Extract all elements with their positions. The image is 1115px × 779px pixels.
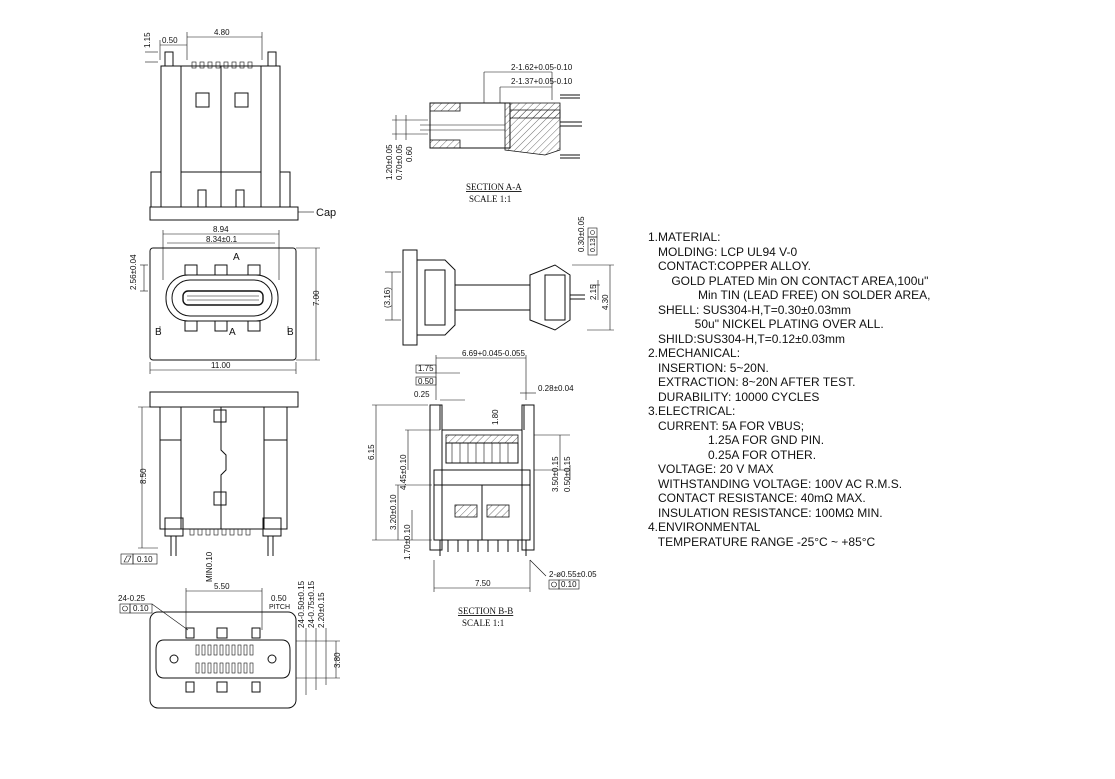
dim-700: 7.00	[312, 290, 321, 306]
dim-316: (3.16)	[383, 287, 392, 308]
dim-050: 0.50	[162, 36, 178, 45]
dim-028: 0.28±0.04	[538, 384, 574, 393]
spec-line: 0.25A FOR OTHER.	[648, 447, 817, 462]
dim-1100: 11.00	[211, 361, 231, 370]
spec-line: INSERTION: 5~20N.	[648, 360, 769, 375]
dim-137: 2-1.37+0.05-0.10	[511, 77, 573, 86]
spec-line: EXTRACTION: 8~20N AFTER TEST.	[648, 375, 856, 389]
spec-line: WITHSTANDING VOLTAGE: 100V AC R.M.S.	[648, 476, 903, 491]
spec-line: 3.ELECTRICAL:	[648, 404, 736, 418]
dim-070: 0.70±0.05	[395, 144, 404, 180]
section-a-a-scale: SCALE 1:1	[469, 194, 511, 204]
front-view: 0.50 4.80 1.15 Cap	[143, 28, 336, 221]
flatness-tol: 0.10	[137, 555, 153, 564]
spec-line: SHILD:SUS304-H,T=0.12±0.03mm	[648, 331, 845, 346]
dim-430: 4.30	[601, 294, 610, 310]
dim-180: 1.80	[491, 409, 500, 425]
spec-line: 1.25A FOR GND PIN.	[648, 433, 825, 447]
cap-label: Cap	[316, 207, 336, 219]
dim-615: 6.15	[367, 444, 376, 460]
pcb-footprint-view: 5.50 24-0.25 0.10 0.50 PITCH	[118, 580, 342, 709]
spec-line: VOLTAGE: 20 V MAX	[648, 462, 774, 476]
dim-220: 2.20±0.15	[317, 592, 326, 628]
dim-350: 3.50±0.15	[551, 456, 560, 492]
section-b-b-scale: SCALE 1:1	[462, 618, 504, 628]
dim-256: 2.56±0.04	[129, 254, 138, 290]
dim-050b: 0.50	[418, 377, 434, 386]
dim-750: 7.50	[475, 579, 491, 588]
dim-025: 0.25	[414, 390, 430, 399]
spec-line: 2.MECHANICAL:	[648, 346, 741, 360]
dim-320: 3.20±0.10	[389, 494, 398, 530]
spec-line: DURABILITY: 10000 CYCLES	[648, 389, 820, 404]
spec-line: MOLDING: LCP UL94 V-0	[648, 244, 798, 259]
dim-120: 1.20±0.05	[385, 144, 394, 180]
dim-834: 8.34±0.1	[206, 235, 238, 244]
dim-445: 4.45±0.10	[399, 454, 408, 490]
dim-894: 8.94	[213, 225, 229, 234]
dim-170: 1.70±0.10	[403, 524, 412, 560]
dim-550: 5.50	[214, 582, 230, 591]
pitch-label: PITCH	[269, 604, 290, 611]
section-marker-a-bottom: A	[229, 327, 236, 338]
spec-line: TEMPERATURE RANGE -25°C ~ +85°C	[648, 534, 876, 549]
section-b-b-title: SECTION B-B	[458, 606, 513, 616]
spec-line: 4.ENVIRONMENTAL	[648, 520, 761, 534]
side-profile-view: (3.16) 2.15 4.30 0.30±0.05 0.13	[383, 216, 614, 346]
spec-line: SHELL: SUS304-H,T=0.30±0.03mm	[648, 302, 852, 317]
section-b-b-view: 6.69+0.045-0.055 1.75 0.50 0.25 0.28±0.0…	[367, 349, 597, 628]
dim-115: 1.15	[143, 32, 152, 48]
dim-175: 1.75	[418, 364, 434, 373]
dim-669: 6.69+0.045-0.055	[462, 349, 525, 358]
section-marker-a-top: A	[233, 252, 240, 263]
spec-line: INSULATION RESISTANCE: 100MΩ MIN.	[648, 505, 883, 520]
dim-380: 3.80	[333, 652, 342, 668]
spec-line: GOLD PLATED Min ON CONTACT AREA,100u"	[648, 273, 929, 288]
section-a-a-view: 2-1.62+0.05-0.10 2-1.37+0.05-0.10 1.20±0…	[385, 63, 582, 204]
side-view: 8.50 0.10 MIN0.10	[120, 391, 299, 582]
spec-line: CONTACT:COPPER ALLOY.	[648, 259, 811, 273]
dim-480: 4.80	[214, 28, 230, 37]
pos-tol-010b: 0.10	[561, 580, 577, 589]
spec-line: 50u" NICKEL PLATING OVER ALL.	[648, 317, 884, 331]
pitch-050: 0.50	[271, 594, 287, 603]
spec-line: CURRENT: 5A FOR VBUS;	[648, 418, 805, 433]
top-view: 8.94 8.34±0.1 7.00 11.00 2.56±0.04 A	[129, 225, 321, 374]
dim-2475: 24-0.75±0.15	[307, 580, 316, 628]
dim-162: 2-1.62+0.05-0.10	[511, 63, 573, 72]
dim-060: 0.60	[405, 146, 414, 162]
dim-215: 2.15	[589, 284, 598, 300]
spec-line: CONTACT RESISTANCE: 40mΩ MAX.	[648, 491, 866, 505]
section-marker-b-right: B	[287, 327, 294, 338]
specifications-text: 1.MATERIAL: MOLDING: LCP UL94 V-0 CONTAC…	[648, 230, 1088, 549]
dim-0501: 0.50±0.15	[563, 456, 572, 492]
section-a-a-title: SECTION A-A	[466, 182, 522, 192]
pos-tol-010a: 0.10	[133, 604, 149, 613]
dim-030: 0.30±0.05	[577, 216, 586, 252]
spec-line: 1.MATERIAL:	[648, 230, 721, 244]
spec-line: Min TIN (LEAD FREE) ON SOLDER AREA,	[648, 288, 931, 302]
dim-2450: 24-0.50±0.15	[297, 580, 306, 628]
pos-tol-013: 0.13	[590, 238, 597, 252]
dim-255: 2-ø0.55±0.05	[549, 570, 597, 579]
section-marker-b-left: B	[155, 327, 162, 338]
dim-850: 8.50	[139, 468, 148, 484]
dim-min010: MIN0.10	[205, 551, 214, 582]
dim-2425: 24-0.25	[118, 594, 146, 603]
